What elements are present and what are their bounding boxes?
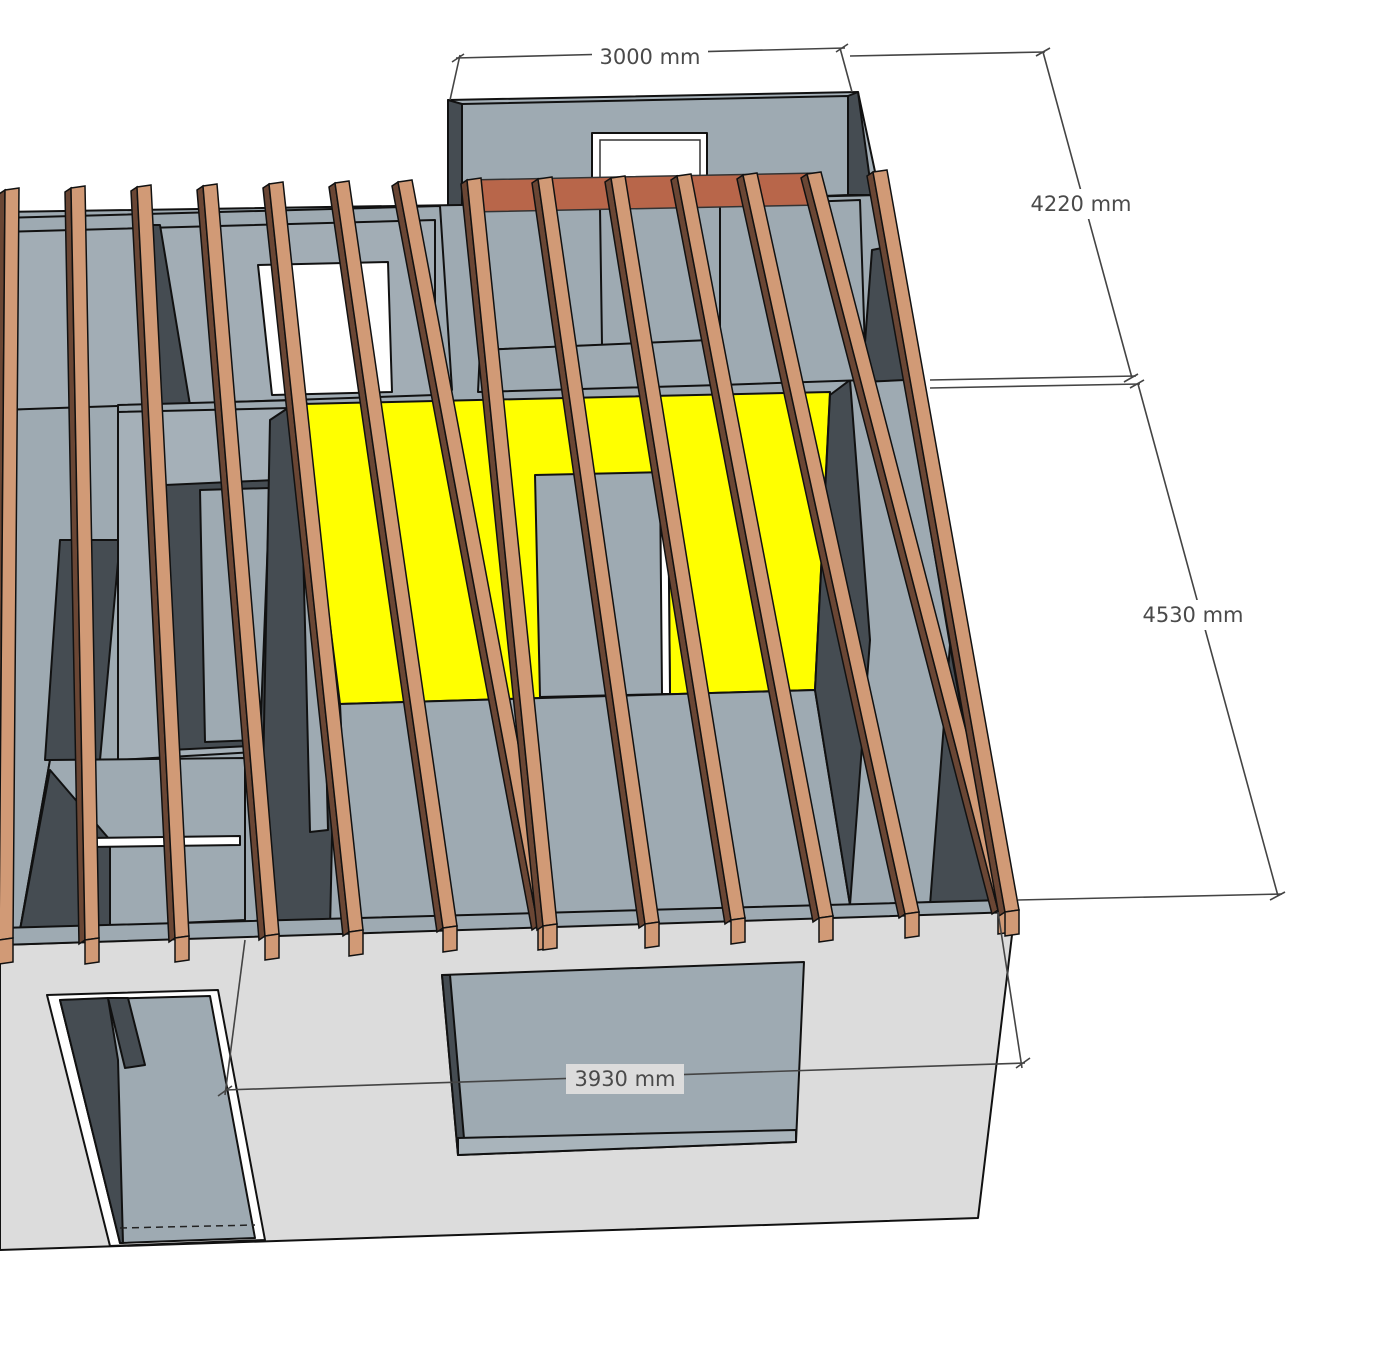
dim-3930-tick-left [217,1085,233,1097]
dim-4530-line [1137,383,1279,897]
joist-end-3 [174,935,190,963]
dim-4220-label: 4220 mm [1030,192,1131,216]
dim-3930-ext-left [224,939,246,1096]
joist-end-8 [542,923,558,951]
dimension-annotations: 3000 mm 4220 mm 4530 mm 3930 mm [217,41,1286,1097]
dim-3930-label-bg [566,1064,684,1094]
dim-3930-label: 3930 mm [574,1067,675,1091]
front-door-inner-post [107,997,146,1069]
dim-3000-ext-right [839,47,853,93]
floor-joists [0,169,1020,965]
joist-end-1 [0,937,14,965]
joist-end-9 [644,921,660,949]
dim-4220-ext-top [849,51,1046,57]
joist-end-12 [904,911,920,939]
joist-end-10 [730,917,746,945]
joist-end-14 [1004,909,1020,937]
dim-4220-tick-top [1035,47,1051,57]
dim-4530-tick-top [1129,379,1145,389]
front-facade [0,899,1016,1251]
dim-4530-label-bg [1136,600,1250,630]
front-door-threshold [119,1224,256,1229]
joist-end-5 [348,929,364,957]
front-window [441,961,805,1156]
header-beam [467,172,821,213]
dim-3000-tick-left [451,53,465,63]
dim-3930-ext-right [997,911,1023,1069]
dim-3000-ext-left [449,54,461,101]
dim-3000-label-bg [592,41,708,71]
joist-end-11 [818,915,834,943]
joist-end-6 [442,925,458,953]
dim-4530-ext-top [929,383,1141,389]
joist-end-4 [264,933,280,961]
dim-3930-tick-right [1015,1057,1031,1069]
dim-3000-tick-right [835,43,849,53]
dim-4220-tick-bottom [1123,373,1139,383]
dim-3000-label: 3000 mm [599,45,700,69]
dim-4530-ext-bottom [1017,893,1283,901]
rear-corridor-floor [477,339,721,393]
dim-4530-label: 4530 mm [1142,603,1243,627]
dim-4220-label-bg [1024,189,1138,219]
front-window-sill [457,1129,797,1156]
dim-4220-ext-bottom [929,375,1137,381]
dim-4530-tick-bottom [1269,891,1286,901]
front-door-shadow [59,997,124,1244]
joist-end-2 [84,937,100,965]
